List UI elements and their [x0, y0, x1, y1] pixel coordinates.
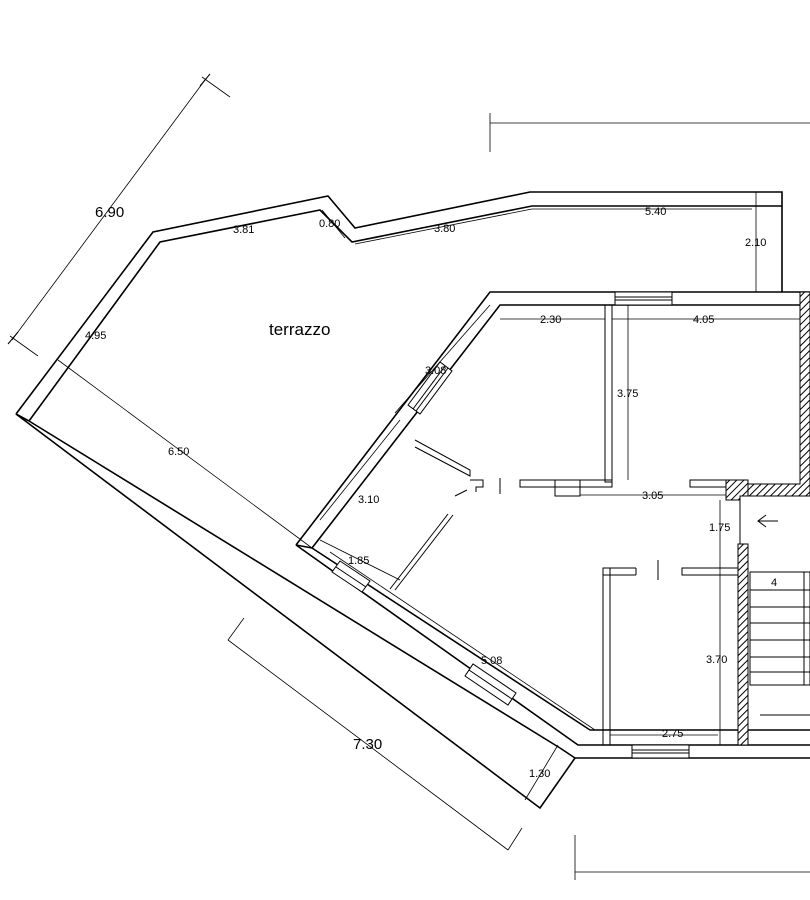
- dim-label-3-81: 3.81: [233, 224, 254, 236]
- dim-label-1-30: 1.30: [529, 768, 550, 780]
- window-bottom: [631, 744, 690, 759]
- dimension-lines: [7, 73, 810, 880]
- entrance-arrow-icon: [757, 514, 778, 528]
- dim-label-3-70: 3.70: [706, 654, 727, 666]
- dim-label-5-40: 5.40: [645, 206, 666, 218]
- dim-label-4-95: 4.95: [85, 330, 106, 342]
- dim-label-5-08: 5.08: [481, 655, 502, 667]
- window-diagonal-lower-1: [331, 560, 371, 593]
- windows: [331, 291, 690, 759]
- dim-label-0-80: 0.80: [319, 218, 340, 230]
- dim-label-1-85: 1.85: [348, 555, 369, 567]
- room-labels: terrazzo: [269, 320, 330, 339]
- dim-label-3-10: 3.10: [358, 494, 379, 506]
- interior-partitions: [389, 304, 741, 746]
- dim-label-3-08: 3.08: [425, 365, 446, 377]
- dim-label-2-75: 2.75: [662, 728, 683, 740]
- dim-label-1-75: 1.75: [709, 522, 730, 534]
- terrace-outline: [15, 191, 783, 810]
- stair-step-label: 4: [771, 577, 777, 589]
- dim-label-3-05: 3.05: [642, 490, 663, 502]
- dimension-labels: 6.90 3.81 0.80 3.80 5.40 2.10 4.95 2.30 …: [85, 204, 766, 780]
- dim-label-4-05: 4.05: [693, 314, 714, 326]
- window-diagonal-lower-2: [464, 663, 517, 706]
- dim-label-7-30: 7.30: [353, 736, 382, 753]
- room-label-terrazzo: terrazzo: [269, 320, 330, 339]
- apartment-walls: [295, 291, 810, 759]
- window-diagonal-upper: [407, 361, 453, 415]
- window-top: [614, 291, 673, 306]
- dim-label-3-75: 3.75: [617, 388, 638, 400]
- staircase: 4: [749, 571, 810, 716]
- dim-label-3-80: 3.80: [434, 223, 455, 235]
- structural-walls: [725, 291, 810, 746]
- dim-label-2-30: 2.30: [540, 314, 561, 326]
- dim-label-6-50: 6.50: [168, 446, 189, 458]
- dim-label-2-10: 2.10: [745, 237, 766, 249]
- dim-label-6-90: 6.90: [95, 204, 124, 221]
